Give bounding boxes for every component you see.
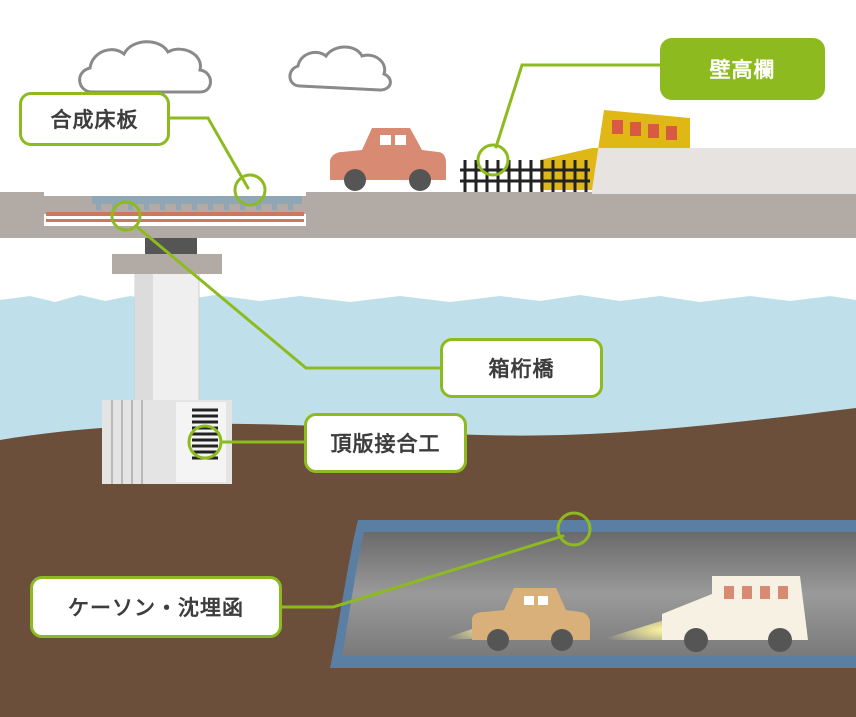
caisson-foundation xyxy=(102,400,232,484)
tunnel-bus xyxy=(662,576,808,652)
tunnel-car xyxy=(472,588,590,651)
leader-caisson xyxy=(280,534,565,609)
label-top-slab-joint[interactable]: 頂版接合工 xyxy=(304,413,467,473)
label-parapet[interactable]: 壁高欄 xyxy=(660,38,825,100)
marker-box-girder xyxy=(110,200,142,232)
marker-parapet xyxy=(476,143,510,177)
salmon-car xyxy=(330,128,446,191)
marker-composite-deck xyxy=(233,173,267,207)
label-composite-deck[interactable]: 合成床板 xyxy=(19,92,170,146)
marker-top-slab-joint xyxy=(187,424,223,460)
label-box-girder[interactable]: 箱桁橋 xyxy=(440,338,603,398)
cloud-right xyxy=(288,45,392,92)
marker-caisson xyxy=(556,511,592,547)
cloud-left xyxy=(78,40,212,94)
leader-parapet xyxy=(494,63,662,149)
parapet-railing xyxy=(460,160,590,192)
leader-box-girder xyxy=(134,224,442,370)
sound-wall xyxy=(592,148,856,194)
label-caisson-immersed[interactable]: ケーソン・沈埋函 xyxy=(30,576,282,638)
bridge-pier xyxy=(112,236,222,423)
leader-composite-deck xyxy=(168,116,250,190)
